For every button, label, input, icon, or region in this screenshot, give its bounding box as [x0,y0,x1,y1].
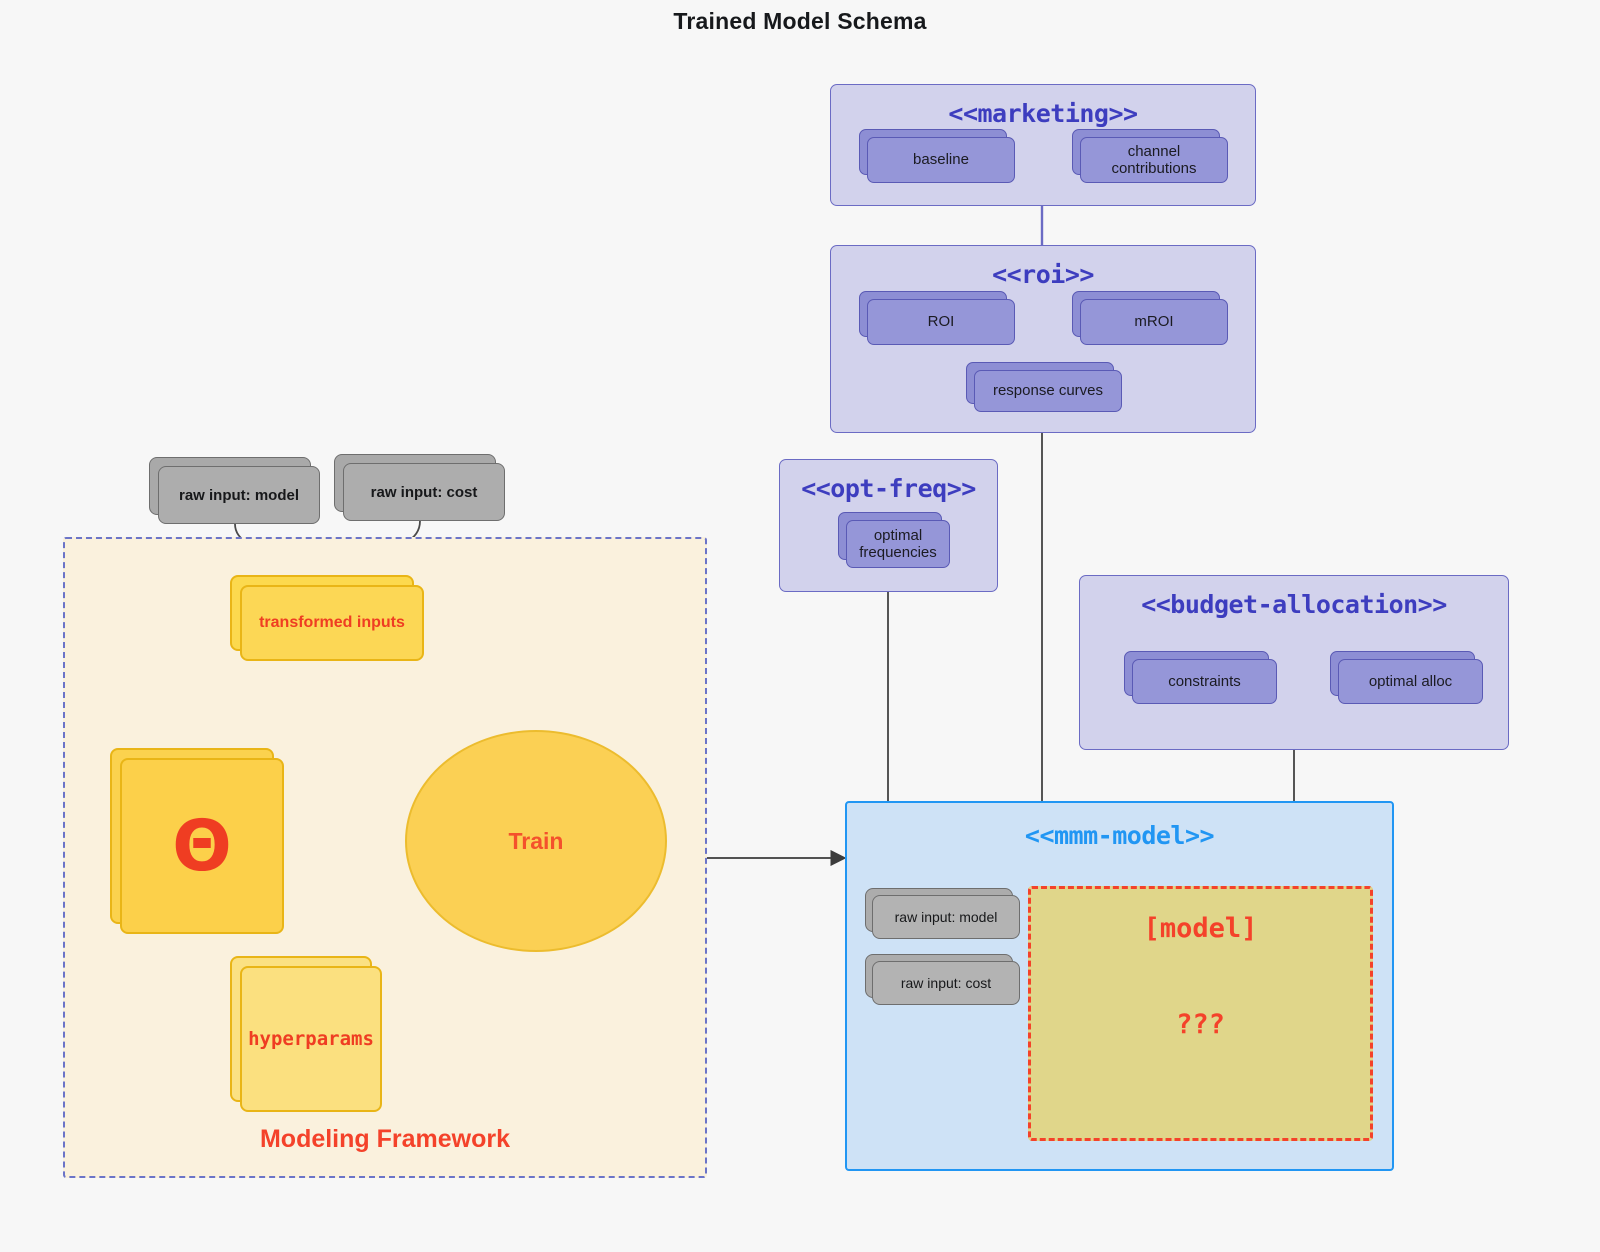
node-optimal-alloc-label: optimal alloc [1338,659,1483,704]
package-marketing-title: <<marketing>> [948,99,1138,128]
modeling-framework-label: Modeling Framework [259,1125,511,1153]
node-constraints[interactable]: constraints [1124,651,1277,704]
transformed-inputs-box[interactable]: transformed inputs [230,575,424,661]
theta-icon: Θ [172,805,232,887]
package-marketing[interactable]: <<marketing>> baseline channel contribut… [830,84,1256,206]
page-title: Trained Model Schema [673,8,927,34]
raw-input-model-label: raw input: model [158,466,320,524]
hyperparams-label: hyperparams [240,966,382,1112]
package-mmm-model[interactable]: <<mmm-model>> raw input: model raw input… [845,801,1394,1171]
package-budget-allocation[interactable]: <<budget-allocation>> constraints optima… [1079,575,1509,750]
node-channel-contributions-label: channel contributions [1080,137,1228,183]
package-roi[interactable]: <<roi>> ROI mROI response curves [830,245,1256,433]
package-mmm-model-title: <<mmm-model>> [1024,821,1215,850]
package-budget-allocation-title: <<budget-allocation>> [1141,590,1447,619]
mmm-raw-input-model[interactable]: raw input: model [865,888,1020,939]
node-baseline[interactable]: baseline [859,129,1015,183]
mmm-raw-input-model-label: raw input: model [872,895,1020,939]
node-mroi-label: mROI [1080,299,1228,345]
node-optimal-frequencies-label: optimal frequencies [846,520,950,568]
package-opt-freq-title: <<opt-freq>> [801,474,976,503]
train-label: Train [508,827,564,854]
node-baseline-label: baseline [867,137,1015,183]
raw-input-model-box[interactable]: raw input: model [149,457,320,524]
node-optimal-alloc[interactable]: optimal alloc [1330,651,1483,704]
model-unknown-label: ??? [1176,1009,1225,1040]
mmm-raw-input-cost-label: raw input: cost [872,961,1020,1005]
node-constraints-label: constraints [1132,659,1277,704]
node-response-curves-label: response curves [974,370,1122,412]
transformed-inputs-label: transformed inputs [240,585,424,661]
hyperparams-box[interactable]: hyperparams [230,956,382,1112]
model-placeholder-box[interactable]: [model] ??? [1028,886,1373,1141]
theta-parameters-box[interactable]: Θ [110,748,284,934]
theta-glyph-wrapper: Θ [120,758,284,934]
node-roi[interactable]: ROI [859,291,1015,345]
node-optimal-frequencies[interactable]: optimal frequencies [838,512,950,568]
node-roi-label: ROI [867,299,1015,345]
mmm-raw-input-cost[interactable]: raw input: cost [865,954,1020,1005]
package-roi-title: <<roi>> [992,260,1094,289]
package-opt-freq[interactable]: <<opt-freq>> optimal frequencies [779,459,998,592]
train-node[interactable]: Train [405,730,667,952]
node-channel-contributions[interactable]: channel contributions [1072,129,1228,183]
node-mroi[interactable]: mROI [1072,291,1228,345]
raw-input-cost-label: raw input: cost [343,463,505,521]
model-placeholder-label: [model] [1143,913,1258,944]
node-response-curves[interactable]: response curves [966,362,1122,412]
raw-input-cost-box[interactable]: raw input: cost [334,454,505,521]
